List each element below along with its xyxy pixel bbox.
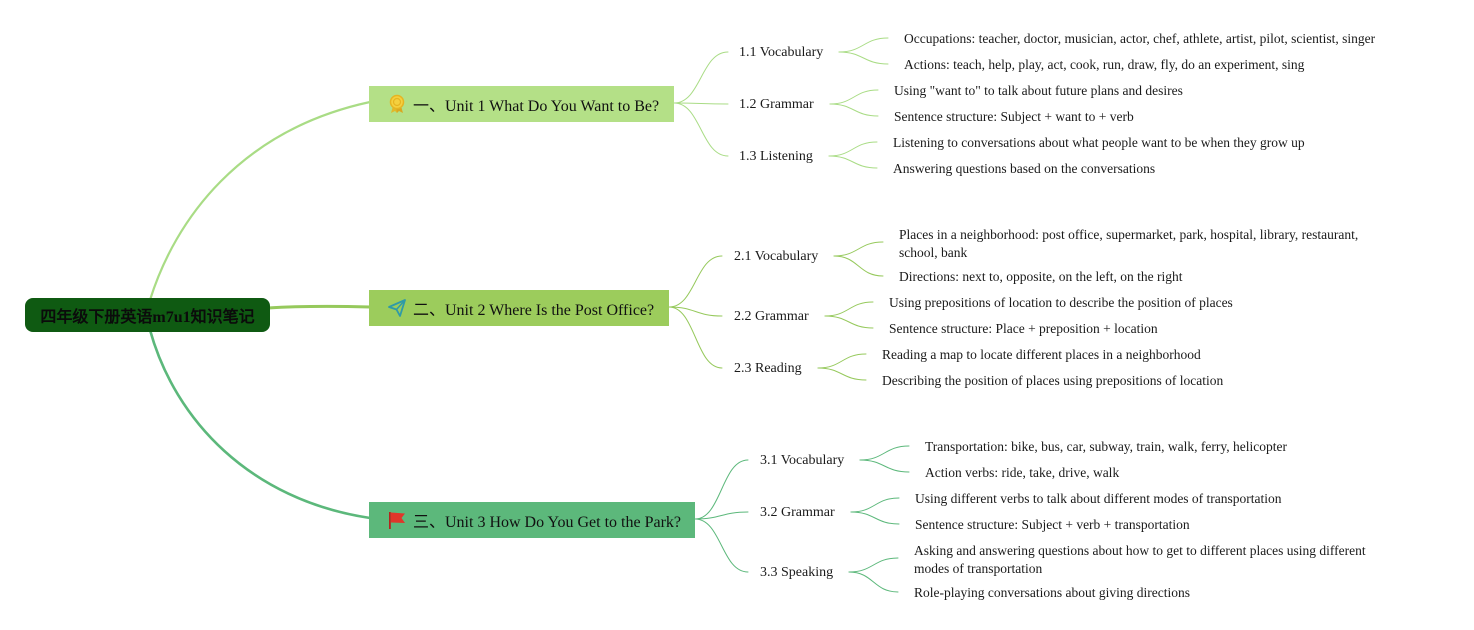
connector-sub-1-3-leaf-2 <box>828 155 878 169</box>
connector-root-unit-3 <box>148 328 372 520</box>
connector-sub-1-1-leaf-1 <box>838 37 889 53</box>
connector-sub-1-3-leaf-1 <box>828 141 878 157</box>
connector-sub-3-3-leaf-2 <box>848 571 899 593</box>
leaf-3-2-a[interactable]: Using different verbs to talk about diff… <box>915 491 1282 506</box>
connector-root-unit-1 <box>148 100 372 302</box>
connector-unit-3-sub-2 <box>694 511 749 520</box>
paper-plane-icon <box>387 298 407 318</box>
connector-sub-1-2-leaf-2 <box>829 103 879 117</box>
connector-sub-1-2-leaf-1 <box>829 89 879 105</box>
leaf-1-3-a[interactable]: Listening to conversations about what pe… <box>893 135 1305 150</box>
connector-unit-1-sub-3 <box>673 102 729 157</box>
connector-unit-2-sub-1 <box>668 255 723 308</box>
connector-sub-3-3-leaf-1 <box>848 557 899 573</box>
connector-unit-3-sub-3 <box>694 518 749 573</box>
subtopic-2-3[interactable]: 2.3 Reading <box>734 361 802 376</box>
connector-sub-2-2-leaf-2 <box>824 315 874 329</box>
leaf-2-1-b[interactable]: Directions: next to, opposite, on the le… <box>899 269 1183 284</box>
unit-3-label: 三、Unit 3 How Do You Get to the Park? <box>413 514 681 531</box>
unit-1-label: 一、Unit 1 What Do You Want to Be? <box>413 98 660 115</box>
subtopic-2-2[interactable]: 2.2 Grammar <box>734 309 809 324</box>
award-medal-icon <box>387 94 407 114</box>
connector-unit-1-sub-2 <box>673 102 729 105</box>
root-topic[interactable]: 四年级下册英语m7u1知识笔记 <box>25 298 270 332</box>
subtopic-1-2[interactable]: 1.2 Grammar <box>739 97 814 112</box>
leaf-1-2-b[interactable]: Sentence structure: Subject + want to + … <box>894 109 1134 124</box>
connector-sub-3-1-leaf-1 <box>859 445 910 461</box>
leaf-2-2-b[interactable]: Sentence structure: Place + preposition … <box>889 321 1158 336</box>
unit-2-topic[interactable]: 二、Unit 2 Where Is the Post Office? <box>369 290 669 326</box>
unit-1-topic[interactable]: 一、Unit 1 What Do You Want to Be? <box>369 86 674 122</box>
connector-root-unit-2 <box>266 304 372 310</box>
leaf-3-2-b[interactable]: Sentence structure: Subject + verb + tra… <box>915 517 1190 532</box>
subtopic-2-1[interactable]: 2.1 Vocabulary <box>734 249 819 264</box>
subtopic-3-3[interactable]: 3.3 Speaking <box>760 565 834 580</box>
subtopic-3-2[interactable]: 3.2 Grammar <box>760 505 835 520</box>
subtopic-1-1[interactable]: 1.1 Vocabulary <box>739 45 824 60</box>
leaf-1-2-a[interactable]: Using "want to" to talk about future pla… <box>894 83 1183 98</box>
connector-sub-2-1-leaf-2 <box>833 255 884 277</box>
connector-sub-2-3-leaf-2 <box>817 367 867 381</box>
connector-unit-1-sub-1 <box>673 51 729 104</box>
leaf-2-3-b[interactable]: Describing the position of places using … <box>882 373 1224 388</box>
connector-sub-2-2-leaf-1 <box>824 301 874 317</box>
leaf-3-3-a[interactable]: Asking and answering questions about how… <box>914 543 1366 576</box>
connector-unit-3-sub-1 <box>694 459 749 520</box>
connector-sub-1-1-leaf-2 <box>838 51 889 65</box>
unit-3-topic[interactable]: 三、Unit 3 How Do You Get to the Park? <box>369 502 695 538</box>
leaf-2-3-a[interactable]: Reading a map to locate different places… <box>882 347 1201 362</box>
leaf-1-1-a[interactable]: Occupations: teacher, doctor, musician, … <box>904 31 1376 46</box>
connector-sub-2-3-leaf-1 <box>817 353 867 369</box>
leaf-2-2-a[interactable]: Using prepositions of location to descri… <box>889 295 1233 310</box>
connector-sub-2-1-leaf-1 <box>833 241 884 257</box>
red-flag-icon <box>387 510 407 530</box>
connector-unit-2-sub-3 <box>668 306 723 369</box>
connector-unit-2-sub-2 <box>668 306 723 317</box>
subtopic-1-3[interactable]: 1.3 Listening <box>739 149 813 164</box>
connector-sub-3-2-leaf-2 <box>850 511 900 525</box>
leaf-1-1-b[interactable]: Actions: teach, help, play, act, cook, r… <box>904 57 1305 72</box>
leaf-3-3-b[interactable]: Role-playing conversations about giving … <box>914 585 1190 600</box>
root-topic-label: 四年级下册英语m7u1知识笔记 <box>40 309 255 326</box>
leaf-1-3-b[interactable]: Answering questions based on the convers… <box>893 161 1156 176</box>
unit-2-label: 二、Unit 2 Where Is the Post Office? <box>413 302 655 319</box>
connector-sub-3-2-leaf-1 <box>850 497 900 513</box>
leaf-2-1-a[interactable]: Places in a neighborhood: post office, s… <box>899 227 1359 260</box>
connector-sub-3-1-leaf-2 <box>859 459 910 473</box>
leaf-3-1-a[interactable]: Transportation: bike, bus, car, subway, … <box>925 439 1287 454</box>
subtopic-3-1[interactable]: 3.1 Vocabulary <box>760 453 845 468</box>
leaf-3-1-b[interactable]: Action verbs: ride, take, drive, walk <box>925 465 1120 480</box>
